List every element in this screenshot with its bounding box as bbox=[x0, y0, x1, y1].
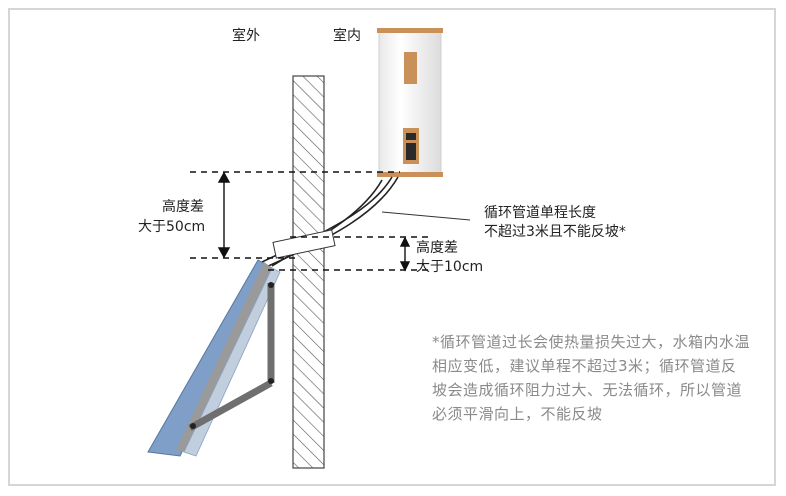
dimension-arrow-left bbox=[217, 171, 231, 259]
height-diff-right-label: 高度差 bbox=[416, 240, 458, 256]
pipe-note-line1: 循环管道单程长度 bbox=[484, 205, 596, 221]
dimension-arrow-right bbox=[399, 236, 411, 272]
solar-panel bbox=[147, 259, 281, 457]
height-diff-right-value: 大于10cm bbox=[416, 259, 484, 275]
height-diff-left-value: 大于50cm bbox=[138, 219, 206, 235]
pipe-note-pointer bbox=[381, 211, 471, 221]
pipe-note-line2: 不超过3米且不能反坡* bbox=[484, 224, 626, 240]
reference-lines bbox=[190, 171, 430, 271]
wall bbox=[292, 75, 325, 469]
footnote: *循环管道过长会使热量损失过大，水箱内水温相应变低，建议单程不超过3米；循环管道… bbox=[432, 333, 751, 423]
outdoor-label: 室外 bbox=[232, 28, 260, 44]
indoor-label: 室内 bbox=[333, 28, 361, 44]
heater-handle bbox=[404, 52, 417, 84]
height-diff-left-label: 高度差 bbox=[162, 199, 204, 215]
water-heater bbox=[377, 28, 443, 177]
wall-sleeve bbox=[272, 229, 336, 259]
